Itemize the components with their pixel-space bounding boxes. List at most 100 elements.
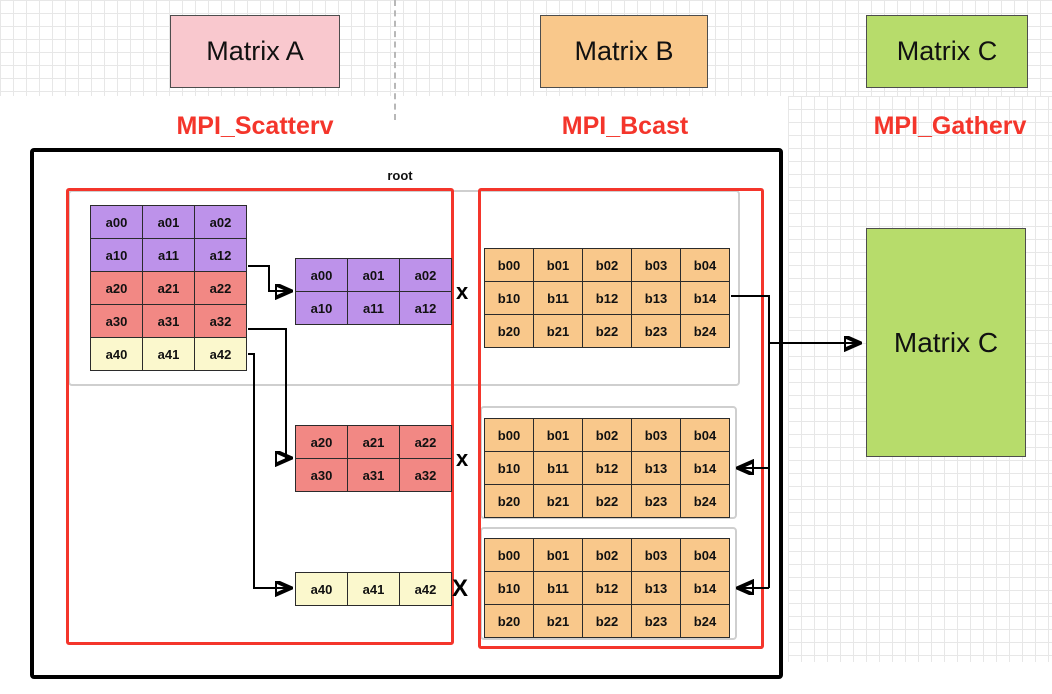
matrix-cell: a30 xyxy=(91,305,143,338)
multiply-sign-1: x xyxy=(456,279,469,304)
matrix-cell: b04 xyxy=(681,539,730,572)
matrix-cell: a20 xyxy=(296,426,348,459)
matrix-cell: b14 xyxy=(681,452,730,485)
matrix-c-result-label: Matrix C xyxy=(893,326,999,358)
matrix-cell: a31 xyxy=(143,305,195,338)
process-group-box-1 xyxy=(68,190,740,386)
matrix-cell: b10 xyxy=(485,572,534,605)
matrix-cell: b02 xyxy=(583,249,632,282)
matrix-cell: b12 xyxy=(583,282,632,315)
matrix-cell: a10 xyxy=(91,239,143,272)
matrix-cell: b23 xyxy=(632,315,681,348)
matrix-cell: b13 xyxy=(632,572,681,605)
matrix-cell: b03 xyxy=(632,539,681,572)
matrix-cell: a40 xyxy=(296,573,348,606)
mpi-gatherv-label: MPI_Gatherv xyxy=(873,112,1027,140)
matrix-cell: b22 xyxy=(583,315,632,348)
matrix-cell: b11 xyxy=(534,282,583,315)
matrix-cell: b10 xyxy=(485,452,534,485)
matrix-cell: a22 xyxy=(400,426,452,459)
matrix-cell: b20 xyxy=(485,605,534,638)
legend-matrix-b-label: Matrix B xyxy=(574,36,674,66)
matrix-cell: b24 xyxy=(681,315,730,348)
matrix-cell: b22 xyxy=(583,605,632,638)
matrix-cell: b21 xyxy=(534,605,583,638)
matrix-cell: b11 xyxy=(534,572,583,605)
matrix-cell: b12 xyxy=(583,572,632,605)
matrix-cell: b12 xyxy=(583,452,632,485)
legend-matrix-c: Matrix C xyxy=(866,15,1028,88)
mpi-scatterv-label: MPI_Scatterv xyxy=(176,112,334,140)
matrix-cell: b01 xyxy=(534,539,583,572)
matrix-cell: b02 xyxy=(583,539,632,572)
matrix-cell: a21 xyxy=(143,272,195,305)
matrix-cell: b03 xyxy=(632,419,681,452)
matrix-cell: b01 xyxy=(534,249,583,282)
matrix-cell: b00 xyxy=(485,249,534,282)
matrix-cell: b23 xyxy=(632,485,681,518)
matrix-cell: a01 xyxy=(348,259,400,292)
matrix-cell: b20 xyxy=(485,485,534,518)
matrix-cell: b01 xyxy=(534,419,583,452)
legend-matrix-b: Matrix B xyxy=(540,15,708,88)
matrix-cell: a32 xyxy=(400,459,452,492)
mpi-bcast-label: MPI_Bcast xyxy=(561,112,689,140)
scatterv-region xyxy=(66,188,454,645)
matrix-cell: b04 xyxy=(681,249,730,282)
matrix-cell: b03 xyxy=(632,249,681,282)
matrix-cell: a12 xyxy=(400,292,452,325)
multiply-sign-2: x xyxy=(456,446,469,471)
matrix-cell: a20 xyxy=(91,272,143,305)
matrix-cell: a42 xyxy=(400,573,452,606)
legend-matrix-a: Matrix A xyxy=(170,15,340,88)
dashed-divider-line xyxy=(394,0,396,120)
matrix-cell: a11 xyxy=(143,239,195,272)
matrix-cell: b13 xyxy=(632,452,681,485)
matrix-cell: a32 xyxy=(195,305,247,338)
matrix-cell: a00 xyxy=(91,206,143,239)
matrix-cell: a02 xyxy=(400,259,452,292)
matrix-cell: b21 xyxy=(534,485,583,518)
matrix-cell: a42 xyxy=(195,338,247,371)
matrix-cell: a11 xyxy=(348,292,400,325)
matrix-cell: a02 xyxy=(195,206,247,239)
matrix-cell: a01 xyxy=(143,206,195,239)
matrix-cell: a21 xyxy=(348,426,400,459)
matrix-cell: a40 xyxy=(91,338,143,371)
matrix-cell: b22 xyxy=(583,485,632,518)
matrix-cell: b14 xyxy=(681,572,730,605)
root-label: root xyxy=(387,168,413,183)
multiply-sign-3: X xyxy=(452,575,469,602)
matrix-cell: b24 xyxy=(681,485,730,518)
matrix-cell: b20 xyxy=(485,315,534,348)
matrix-cell: b00 xyxy=(485,419,534,452)
matrix-cell: b02 xyxy=(583,419,632,452)
matrix-cell: a10 xyxy=(296,292,348,325)
matrix-cell: b10 xyxy=(485,282,534,315)
matrix-cell: b13 xyxy=(632,282,681,315)
matrix-cell: b00 xyxy=(485,539,534,572)
matrix-cell: b14 xyxy=(681,282,730,315)
matrix-cell: a00 xyxy=(296,259,348,292)
matrix-cell: b04 xyxy=(681,419,730,452)
legend-matrix-c-label: Matrix C xyxy=(896,36,998,66)
matrix-cell: a30 xyxy=(296,459,348,492)
matrix-cell: b21 xyxy=(534,315,583,348)
matrix-cell: a12 xyxy=(195,239,247,272)
matrix-cell: b23 xyxy=(632,605,681,638)
matrix-c-result-box: Matrix C xyxy=(866,228,1026,457)
matrix-cell: b24 xyxy=(681,605,730,638)
matrix-cell: a22 xyxy=(195,272,247,305)
matrix-cell: b11 xyxy=(534,452,583,485)
matrix-cell: a41 xyxy=(348,573,400,606)
matrix-cell: a41 xyxy=(143,338,195,371)
matrix-cell: a31 xyxy=(348,459,400,492)
